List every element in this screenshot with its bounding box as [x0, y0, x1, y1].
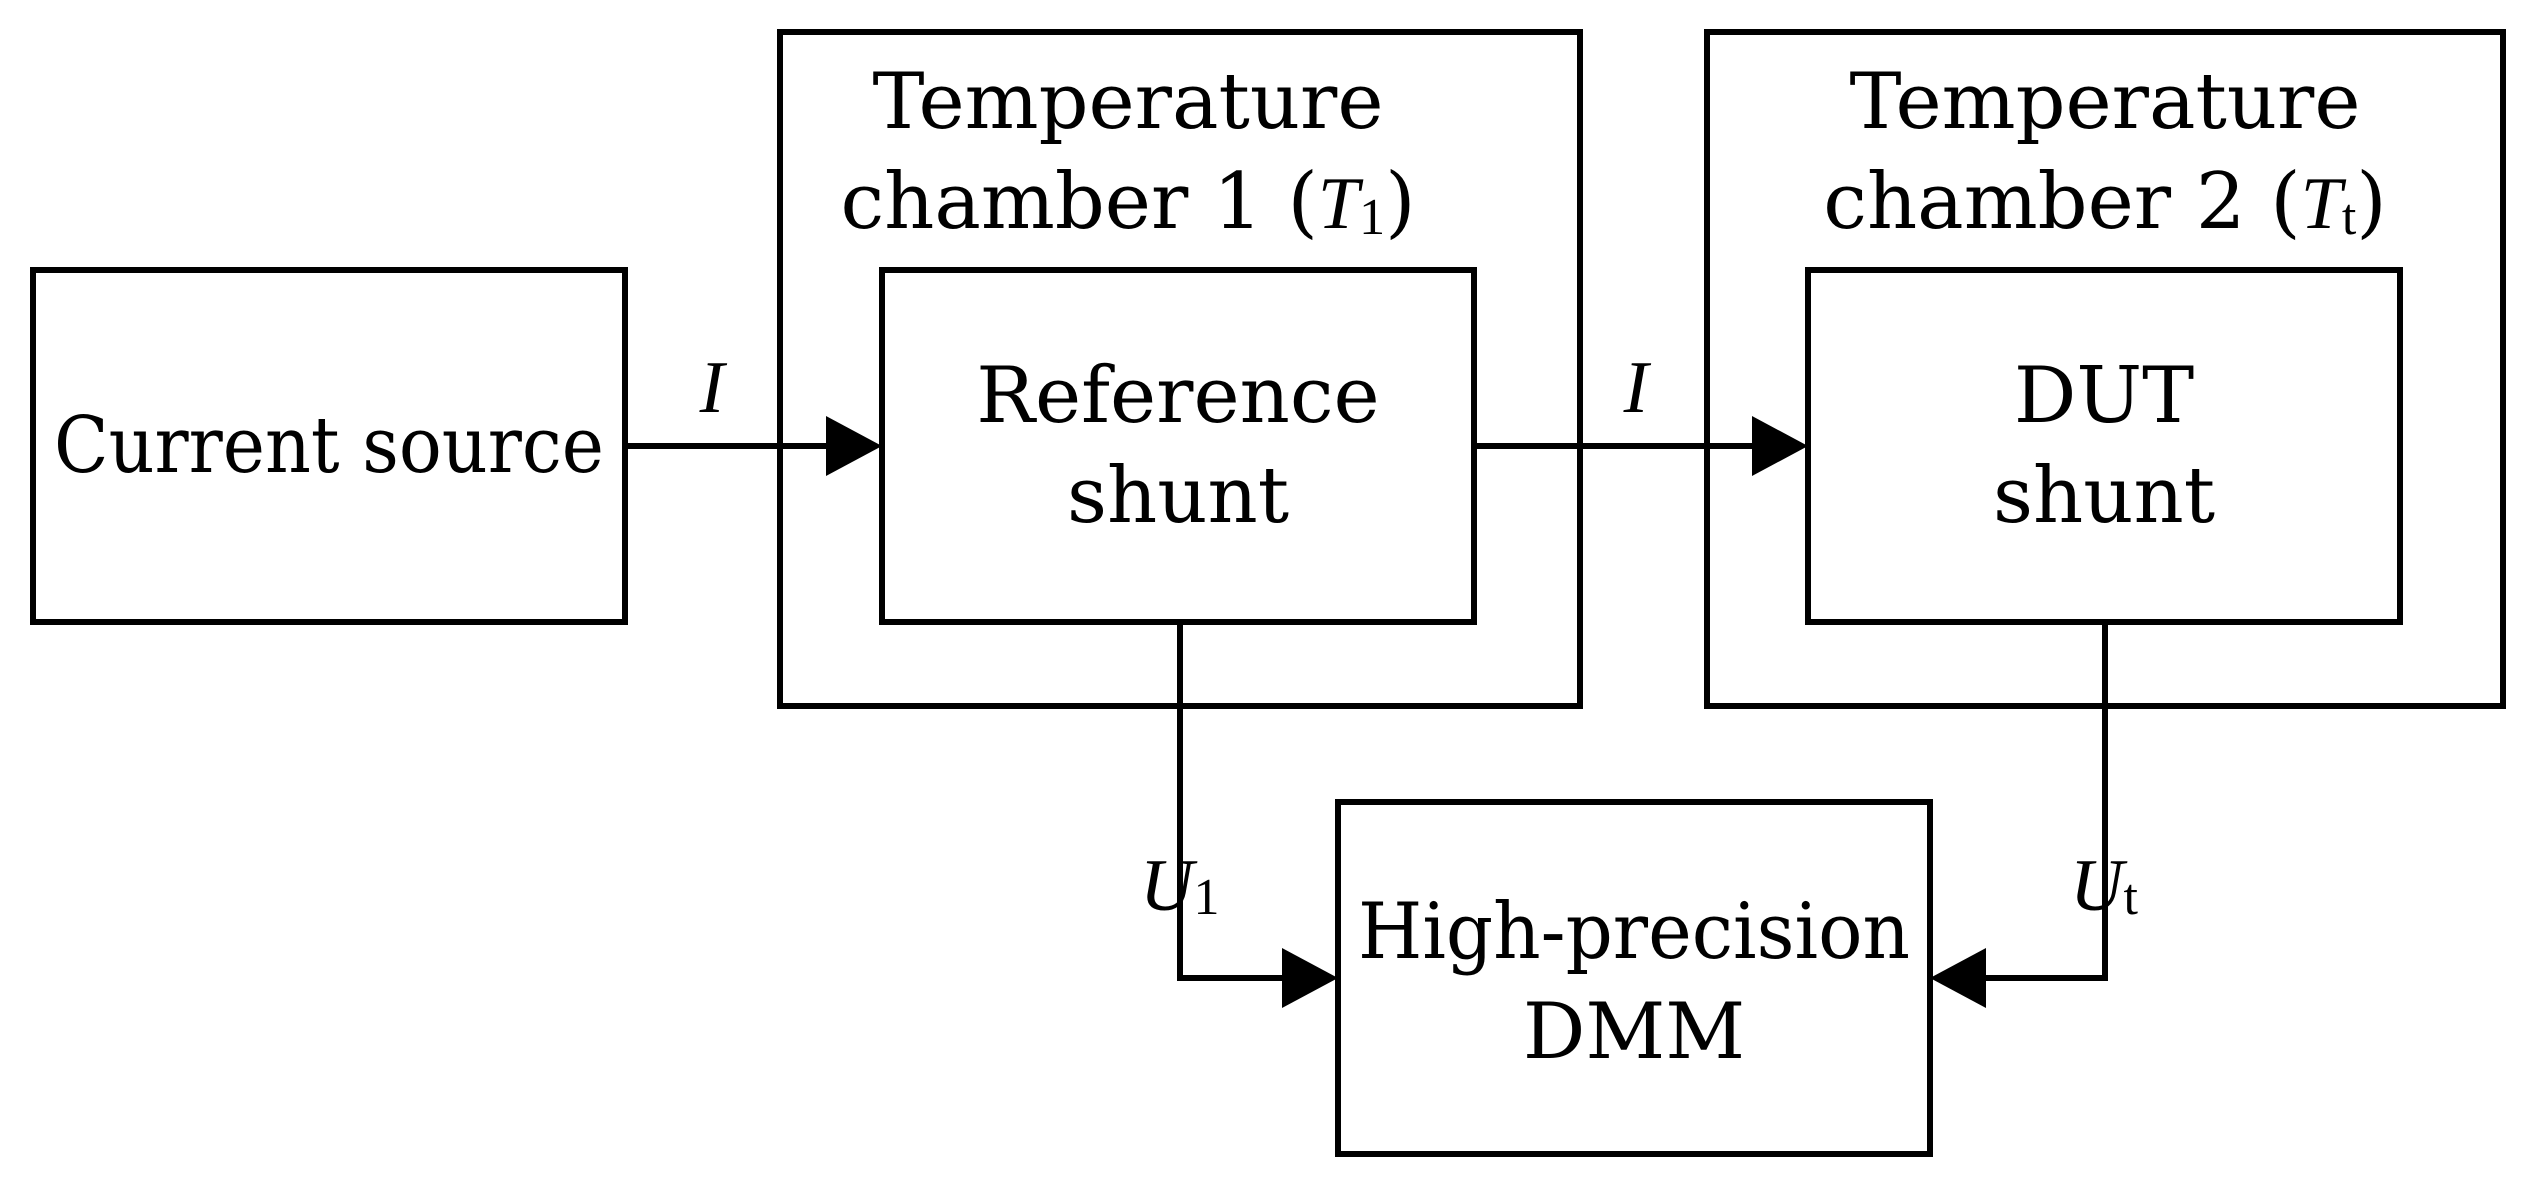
voltage-u1-symbol: U — [1140, 845, 1198, 927]
reference-shunt-label-line1: Reference — [976, 351, 1379, 441]
dmm-label-line1: High-precision — [1358, 887, 1910, 977]
current-arrowhead-2 — [1752, 416, 1808, 476]
reference-shunt-label-line2: shunt — [1067, 451, 1289, 541]
chamber-1-title-text: chamber 1 ( — [840, 157, 1317, 247]
chamber-1-temperature-subscript: 1 — [1359, 189, 1385, 246]
chamber-2-title-line1: Temperature — [1850, 57, 2361, 147]
chamber-2-title-close: ) — [2356, 157, 2386, 247]
dut-shunt-label-line1: DUT — [2014, 351, 2194, 441]
voltage-label-ut: Ut — [2070, 845, 2138, 927]
chamber-1-title-line1: Temperature — [873, 57, 1384, 147]
dut-shunt-box — [1805, 267, 2403, 625]
chamber-1-title-line2: chamber 1 (T1) — [840, 157, 1415, 247]
chamber-2-title-line2: chamber 2 (Tt) — [1823, 157, 2386, 247]
chamber-2-temperature-subscript: t — [2342, 189, 2357, 246]
reference-shunt-box — [879, 267, 1477, 625]
voltage-arrowhead-u1 — [1282, 948, 1338, 1008]
voltage-label-u1: U1 — [1140, 845, 1219, 927]
voltage-arrowhead-ut — [1930, 948, 1986, 1008]
voltage-ut-symbol: U — [2070, 845, 2128, 927]
voltage-wire-u1 — [1177, 622, 1286, 981]
dut-shunt-label-line2: shunt — [1993, 451, 2215, 541]
voltage-u1-subscript: 1 — [1193, 869, 1219, 926]
current-arrowhead-1 — [826, 416, 882, 476]
current-label-2: I — [1623, 347, 1652, 429]
current-label-1: I — [699, 347, 728, 429]
current-source-label: Current source — [54, 401, 604, 491]
chamber-2-temperature-symbol: T — [2301, 163, 2347, 245]
voltage-wire-ut — [1982, 622, 2108, 981]
chamber-1-title-close: ) — [1385, 157, 1415, 247]
voltage-ut-subscript: t — [2123, 869, 2138, 926]
chamber-2-title-text: chamber 2 ( — [1823, 157, 2300, 247]
dmm-label-line2: DMM — [1523, 987, 1745, 1077]
dmm-box — [1335, 799, 1933, 1157]
chamber-1-temperature-symbol: T — [1318, 163, 1364, 245]
